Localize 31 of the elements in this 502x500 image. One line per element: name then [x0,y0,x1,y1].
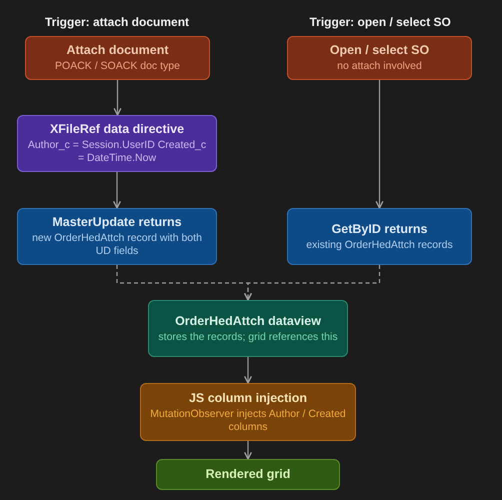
arrow [375,80,384,209]
box-description: stores the records; grid references this [158,330,338,344]
box-title: GetByID returns [332,222,428,236]
arrow [112,172,122,209]
box-description: MutationObserver injects Author / Created columns [149,408,347,434]
process-box [156,459,340,490]
process-box [17,208,217,265]
process-box [287,208,472,265]
box-title: OrderHedAttch dataview [175,314,321,328]
box-title: XFileRef data directive [50,122,184,137]
process-box [17,115,217,172]
process-box [140,383,356,441]
column-heading: Trigger: open / select SO [310,15,451,29]
arrow [244,265,380,301]
box-title: Open / select SO [330,43,430,58]
box-description: existing OrderHedAttch records [306,238,453,252]
box-title: MasterUpdate returns [52,215,182,230]
arrow [113,80,122,116]
process-box [25,36,210,80]
arrow [244,357,252,384]
column-heading: Trigger: attach document [45,15,190,29]
arrow [244,441,252,460]
box-title: JS column injection [188,390,308,406]
process-box [287,36,472,80]
box-description: Author_c = Session.UserID Created_c = DateTime.Now [26,139,208,165]
box-description: POACK / SOACK doc type [55,60,180,73]
box-title: Attach document [66,43,169,58]
box-description: no attach involved [337,60,422,73]
process-box [148,300,348,357]
box-title: Rendered grid [206,467,290,482]
box-description: new OrderHedAttch record with both UD fields [31,232,203,258]
